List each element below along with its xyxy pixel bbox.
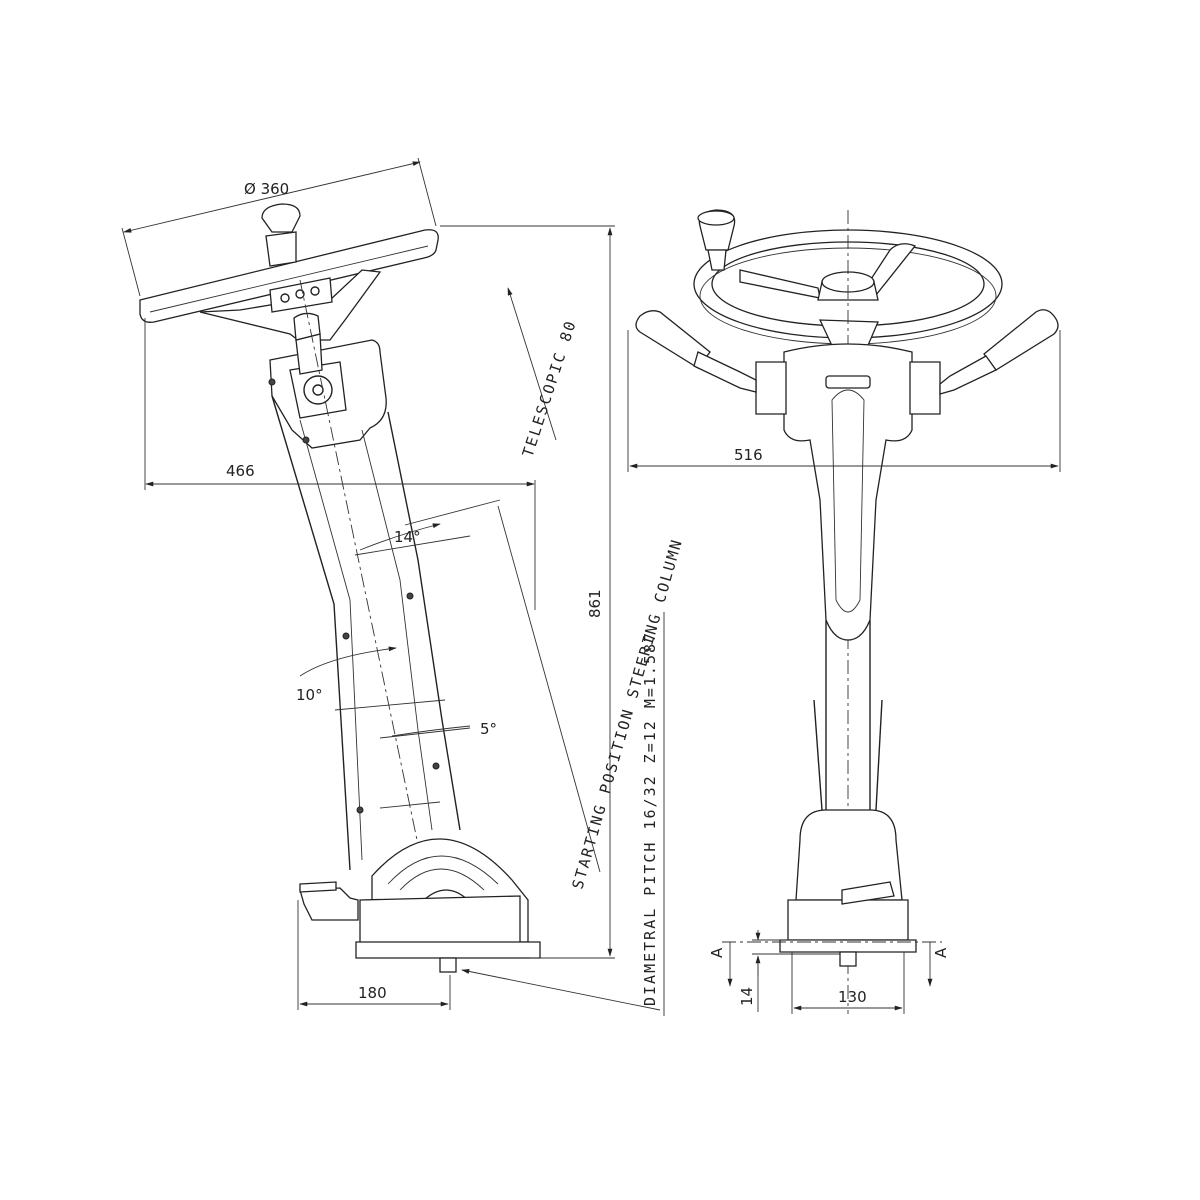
dim-width-side: 466 [144, 318, 536, 610]
section-left-label: A [708, 947, 726, 958]
dim-base-side-label: 180 [358, 984, 387, 1002]
dim-base-front: 130 [791, 952, 905, 1014]
front-left-lever [635, 310, 757, 393]
angle-14-label: 14° [394, 528, 421, 546]
dim-width-front: 516 [627, 330, 1061, 472]
front-housing [755, 343, 941, 641]
angle-5-label: 5° [480, 720, 497, 738]
telescopic-note: TELESCOPIC 80 [507, 287, 580, 459]
gear-spec-note: DIAMETRAL PITCH 16/32 Z=12 M=1.587 [461, 612, 665, 1016]
dim-base-front-label: 130 [838, 988, 867, 1006]
gear-spec-label: DIAMETRAL PITCH 16/32 Z=12 M=1.587 [641, 631, 659, 1006]
dim-flange-front: 14 [738, 930, 840, 1012]
side-steering-wheel [139, 203, 439, 341]
front-steering-wheel [693, 209, 1003, 1014]
side-view: Ø 360 466 861 180 14° [121, 157, 686, 1016]
section-marks: A A [708, 941, 950, 987]
front-column [813, 620, 883, 811]
side-base [299, 838, 541, 973]
angle-10-label: 10° [296, 686, 323, 704]
telescopic-label: TELESCOPIC 80 [519, 317, 580, 459]
dim-height-side-label: 861 [586, 589, 604, 618]
dim-flange-front-label: 14 [738, 987, 756, 1006]
dim-width-front-label: 516 [734, 446, 763, 464]
angle-marks: 14° 10° 5° [296, 499, 501, 809]
dim-width-side-label: 466 [226, 462, 255, 480]
section-right-label: A [932, 947, 950, 958]
dim-wheel-diameter: Ø 360 [121, 157, 437, 297]
front-base [779, 809, 917, 967]
dim-base-side: 180 [297, 900, 451, 1010]
dim-height-side: 861 [440, 225, 615, 959]
front-view: 516 130 14 A A [627, 209, 1061, 1014]
dim-wheel-diameter-label: Ø 360 [244, 180, 289, 198]
front-right-lever [939, 309, 1059, 395]
